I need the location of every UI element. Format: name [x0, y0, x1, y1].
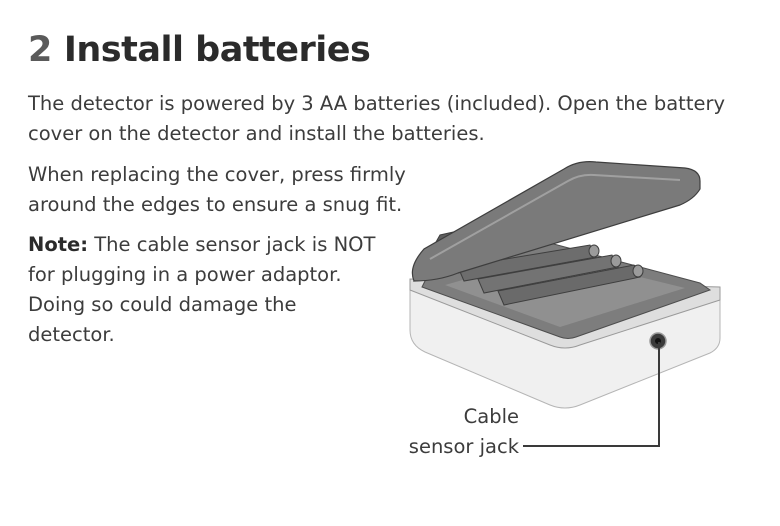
cable-sensor-jack-label: Cable sensor jack [400, 402, 519, 462]
battery-cells [457, 244, 644, 306]
note-paragraph: Note: The cable sensor jack is NOT for p… [28, 230, 388, 350]
battery-cover-highlight [429, 173, 681, 260]
detector-illustration [409, 161, 721, 409]
intro-paragraph: The detector is powered by 3 AA batterie… [28, 92, 726, 145]
replacing-cover-paragraph: When replacing the cover, press firmly a… [28, 163, 406, 216]
note-label: Note: [28, 233, 89, 256]
callout-label-line-1: Cable [463, 405, 519, 428]
callout-label-line-2: sensor jack [408, 435, 519, 458]
note-text: The cable sensor jack is NOT for pluggin… [28, 233, 376, 346]
battery-cover [411, 161, 701, 282]
section-number: 2 [28, 30, 52, 70]
section-title: Install batteries [63, 30, 371, 70]
section-heading: 2 Install batteries [28, 30, 371, 70]
